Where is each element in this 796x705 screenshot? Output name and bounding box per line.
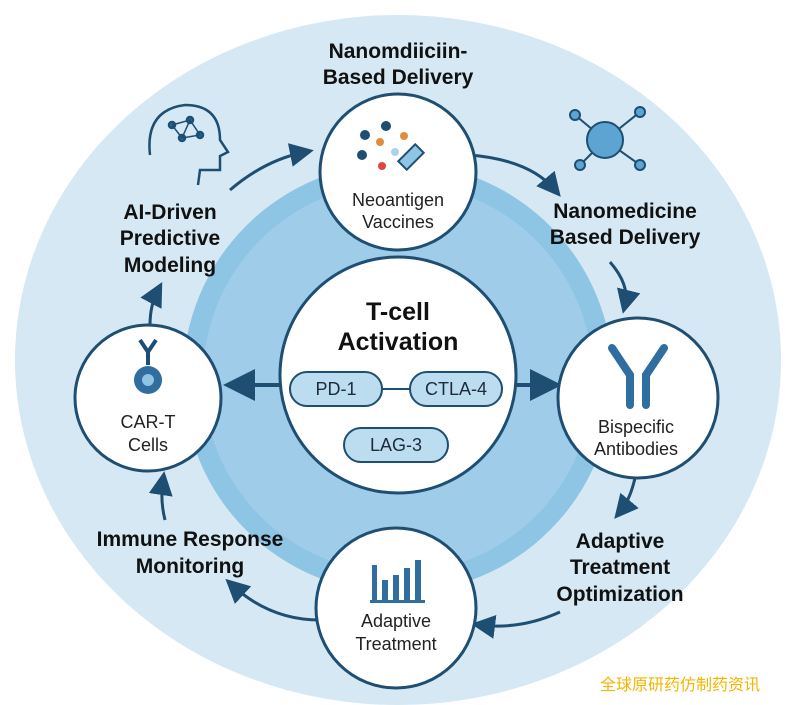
label-left-1: AI-Driven bbox=[123, 201, 216, 224]
pill-pd1-label: PD-1 bbox=[315, 379, 356, 399]
label-top-1: Nanomdiiciin- bbox=[329, 40, 468, 63]
node-bottom-label-1: Adaptive bbox=[361, 611, 431, 631]
label-left-2: Predictive bbox=[120, 227, 220, 250]
pill-ctla4-label: CTLA-4 bbox=[425, 379, 487, 399]
label-top-right-2: Based Delivery bbox=[550, 226, 701, 249]
node-neoantigen-vaccines bbox=[318, 92, 478, 252]
watermark: 全球原研药仿制药资讯 bbox=[600, 676, 760, 694]
pill-lag3-label: LAG-3 bbox=[370, 435, 422, 455]
center-title-2: Activation bbox=[338, 328, 459, 356]
cycle-arrows bbox=[140, 143, 641, 639]
node-right-label-1: Bispecific bbox=[598, 417, 674, 437]
label-top-right-1: Nanomedicine bbox=[553, 200, 697, 223]
label-bottom-left-2: Monitoring bbox=[136, 555, 244, 578]
center-title-1: T-cell bbox=[366, 298, 430, 326]
pill-ctla4 bbox=[409, 371, 503, 407]
node-adaptive-treatment bbox=[314, 526, 478, 690]
node-bottom-label-2: Treatment bbox=[355, 634, 436, 654]
node-bispecific-antibodies bbox=[556, 316, 720, 480]
label-bottom-right-3: Optimization bbox=[556, 583, 683, 606]
node-top-label-1: Neoantigen bbox=[352, 190, 444, 210]
label-bottom-left-1: Immune Response bbox=[97, 528, 284, 551]
label-left-3: Modeling bbox=[124, 254, 216, 277]
pill-pd1 bbox=[289, 371, 383, 407]
node-left-label-2: Cells bbox=[128, 435, 168, 455]
ai-head-icon bbox=[148, 103, 230, 186]
antibody-icon bbox=[608, 344, 668, 409]
bar-chart-icon bbox=[370, 560, 425, 603]
pill-lag3 bbox=[343, 427, 449, 463]
node-car-t-cells bbox=[73, 323, 223, 473]
nanoparticle-icon bbox=[569, 106, 646, 171]
car-t-cell-icon bbox=[134, 338, 162, 394]
label-bottom-right-2: Treatment bbox=[570, 556, 670, 579]
label-top-2: Based Delivery bbox=[323, 66, 474, 89]
node-right-label-2: Antibodies bbox=[594, 439, 678, 459]
label-bottom-right-1: Adaptive bbox=[576, 530, 665, 553]
node-left-label-1: CAR-T bbox=[121, 412, 176, 432]
center-circle bbox=[278, 255, 518, 495]
vaccine-icon bbox=[357, 121, 426, 172]
node-top-label-2: Vaccines bbox=[362, 212, 434, 232]
